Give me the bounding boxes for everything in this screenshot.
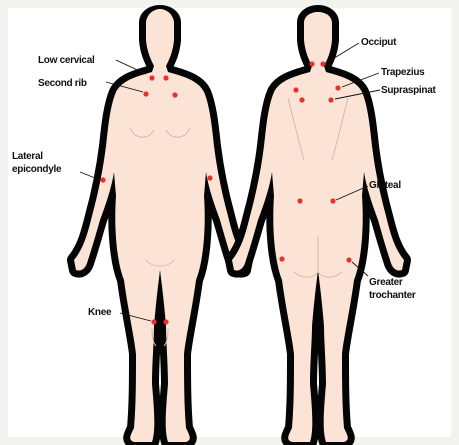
tender-point-gluteal-right	[330, 198, 335, 203]
label-low-cervical: Low cervical	[38, 55, 95, 66]
tender-point-supraspinatus-left	[299, 97, 304, 102]
label-trochanter-line2: trochanter	[369, 290, 416, 301]
tender-point-trapezius-right	[335, 85, 340, 90]
tender-point-epicondyle-left	[100, 177, 105, 182]
tender-point-low-cervical-left	[149, 75, 154, 80]
label-second-rib: Second rib	[38, 78, 87, 89]
tender-point-trochanter-right	[346, 257, 351, 262]
label-supraspinatus: Supraspinat	[381, 85, 436, 96]
tender-point-gluteal-left	[297, 198, 302, 203]
label-trapezius: Trapezius	[381, 67, 425, 78]
label-epicondyle-line2: epicondyle	[12, 164, 62, 175]
tender-point-trapezius-left	[293, 87, 298, 92]
tender-point-epicondyle-right	[207, 175, 212, 180]
tender-point-supraspinatus-right	[328, 97, 333, 102]
tender-point-occiput-right	[320, 61, 325, 66]
label-lateral-line1: Lateral	[12, 151, 43, 162]
label-occiput: Occiput	[361, 37, 397, 48]
label-gluteal: Gluteal	[369, 180, 401, 191]
tender-point-knee-left	[151, 319, 156, 324]
tender-point-trochanter-left	[279, 256, 284, 261]
tender-point-second-rib-left	[143, 91, 148, 96]
label-greater-line1: Greater	[369, 277, 403, 288]
tender-point-knee-right	[163, 319, 168, 324]
tender-point-low-cervical-right	[163, 75, 168, 80]
tender-point-second-rib-right	[172, 92, 177, 97]
tender-point-occiput-left	[309, 61, 314, 66]
label-knee: Knee	[88, 307, 112, 318]
